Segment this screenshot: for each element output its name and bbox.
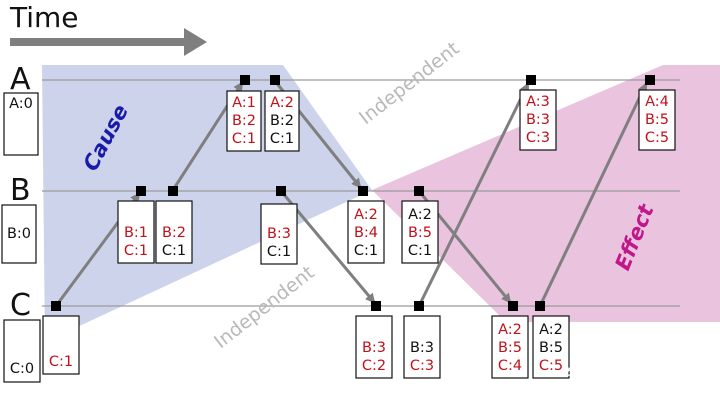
event-state-box-frame [260, 203, 298, 265]
event-state-box: B:3C:2 [355, 315, 393, 379]
vector-clock-entry: B:2 [232, 113, 256, 129]
vector-clock-entry: B:3 [410, 340, 434, 356]
event-marker [645, 75, 655, 85]
time-arrow [10, 28, 207, 56]
vector-clock-entry: B:5 [408, 225, 432, 241]
event-state-box: A:2B:4C:1 [347, 200, 385, 264]
event-state-box: A:1B:2C:1 [226, 90, 262, 152]
vector-clock-entry: C:1 [232, 131, 256, 147]
event-marker [168, 186, 178, 196]
vector-clock-entry: B:5 [498, 340, 522, 356]
svg-text:B:0: B:0 [7, 226, 31, 242]
event-state-box: A:4B:5C:5 [638, 89, 676, 151]
vector-clock-entry: C:3 [526, 130, 550, 146]
event-state-box-frame [403, 315, 441, 379]
event-state-box-frame [519, 89, 557, 151]
event-state-box: A:2B:2C:1 [264, 90, 300, 152]
event-state-box: A:2B:5C:1 [401, 200, 439, 264]
event-state-box-frame [401, 200, 439, 264]
vector-clock-entry: C:1 [124, 243, 148, 259]
event-marker [414, 186, 424, 196]
vector-clock-entry: B:3 [526, 112, 550, 128]
vector-clock-entry: B:3 [362, 340, 386, 356]
event-marker [526, 75, 536, 85]
event-state-box-frame [155, 200, 193, 264]
vector-clock-entry: B:5 [645, 112, 669, 128]
event-state-box-frame [355, 315, 393, 379]
vector-clock-entry: B:1 [124, 225, 148, 241]
vector-clock-entry: C:1 [267, 244, 291, 260]
event-state-box-frame [42, 315, 80, 375]
process-label-b: B [10, 173, 31, 208]
vector-clock-entry: C:4 [498, 358, 522, 374]
event-state-box: B:1C:1 [117, 200, 155, 264]
vector-clock-entry: C:3 [410, 358, 434, 374]
vector-clock-entry: C:1 [354, 243, 378, 259]
event-state-box-frame [491, 315, 529, 379]
event-marker [51, 301, 61, 311]
svg-text:C:0: C:0 [10, 361, 34, 377]
event-state-box-frame [264, 90, 300, 152]
vector-clock-entry: C:1 [162, 243, 186, 259]
vector-clock-entry: C:1 [49, 354, 73, 370]
vector-clock-entry: B:4 [354, 225, 378, 241]
vector-clock-entry: B:5 [539, 340, 563, 356]
event-state-box-frame [638, 89, 676, 151]
vector-clock-entry: A:3 [526, 94, 550, 110]
watermark: 知乎 @肖汉松 [566, 367, 673, 387]
event-markers [51, 75, 655, 311]
event-marker [414, 301, 424, 311]
event-state-box-frame [532, 315, 570, 379]
effect-region [372, 65, 720, 322]
event-state-box: B:3C:3 [403, 315, 441, 379]
vector-clock-entry: C:5 [645, 130, 669, 146]
event-marker [240, 75, 250, 85]
process-label-c: C [10, 288, 31, 323]
vector-clock-entry: A:2 [408, 207, 432, 223]
initial-state-b: B:0 [1, 204, 37, 264]
independent-label-bottom: Independent [210, 262, 318, 353]
event-marker [535, 301, 545, 311]
vector-clock-entry: C:1 [270, 131, 294, 147]
event-state-boxes: C:1B:1C:1B:2C:1A:1B:2C:1A:2B:2C:1B:3C:1A… [42, 89, 676, 379]
initial-state-c: C:0 [3, 319, 41, 383]
vector-clock-entry: A:2 [539, 322, 563, 338]
vector-clock-entry: A:2 [270, 95, 294, 111]
vector-clock-entry: A:2 [354, 207, 378, 223]
event-state-box: A:2B:5C:5 [532, 315, 570, 379]
event-marker [276, 186, 286, 196]
vector-clock-entry: C:1 [408, 243, 432, 259]
vector-clock-entry: A:4 [645, 94, 669, 110]
event-state-box: B:2C:1 [155, 200, 193, 264]
event-marker [508, 301, 518, 311]
event-state-box: A:2B:5C:4 [491, 315, 529, 379]
vector-clock-entry: C:5 [539, 358, 563, 374]
vector-clock-entry: B:2 [162, 225, 186, 241]
event-marker [371, 301, 381, 311]
event-state-box-frame [347, 200, 385, 264]
cause-region [42, 65, 372, 342]
event-marker [270, 75, 280, 85]
message-arrow [417, 82, 530, 307]
svg-text:A:0: A:0 [9, 96, 33, 112]
event-state-box: C:1 [42, 315, 80, 375]
event-state-box-frame [117, 200, 155, 264]
vector-clock-entry: C:2 [362, 358, 386, 374]
independent-label-top: Independent [355, 38, 463, 129]
event-marker [358, 186, 368, 196]
vector-clock-entry: B:3 [267, 226, 291, 242]
vector-clock-entry: A:2 [498, 322, 522, 338]
event-state-box: A:3B:3C:3 [519, 89, 557, 151]
vector-clock-entry: A:1 [232, 95, 256, 111]
process-label-a: A [10, 62, 31, 97]
vector-clock-entry: B:2 [270, 113, 294, 129]
event-marker [136, 186, 146, 196]
event-state-box: B:3C:1 [260, 203, 298, 265]
time-label: Time [9, 1, 79, 34]
event-state-box-frame [226, 90, 262, 152]
message-arrow [538, 82, 648, 307]
initial-state-a: A:0 [3, 92, 39, 156]
